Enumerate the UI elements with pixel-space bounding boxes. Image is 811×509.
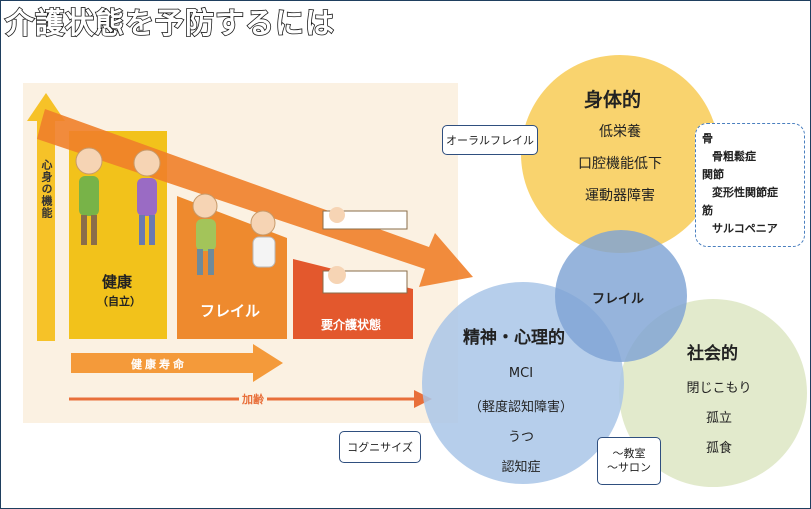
axis-y-label: 心身の機能 bbox=[40, 159, 53, 219]
cognisize-text: コグニサイズ bbox=[347, 441, 413, 454]
physical-circle bbox=[521, 55, 719, 253]
health-life-label: 健康寿命 bbox=[131, 358, 187, 371]
stage-health-sub: （自立） bbox=[97, 295, 141, 308]
class-line-2: ～サロン bbox=[607, 461, 651, 474]
physical-item-1: 低栄養 bbox=[599, 124, 641, 140]
bedridden-illustration bbox=[322, 207, 408, 294]
bone-joint-callout: 骨 骨粗鬆症 関節 変形性関節症 筋 サルコペニア bbox=[695, 123, 805, 247]
mental-item-2: （軽度認知障害） bbox=[468, 400, 573, 415]
page-title: 介護状態を予防するには bbox=[4, 5, 336, 41]
social-item-1: 閉じこもり bbox=[686, 381, 752, 396]
cognisize-callout: コグニサイズ bbox=[339, 431, 421, 463]
social-item-2: 孤立 bbox=[705, 411, 732, 426]
bone-label: 骨 bbox=[702, 132, 713, 145]
health-life-arrow bbox=[71, 344, 283, 382]
oral-frailty-callout: オーラルフレイル bbox=[442, 125, 538, 155]
stage-care-label: 要介護状態 bbox=[321, 318, 382, 332]
oral-frailty-text: オーラルフレイル bbox=[446, 134, 534, 147]
joint-label: 関節 bbox=[702, 168, 724, 181]
mental-item-1: MCI bbox=[508, 366, 534, 381]
physical-item-3: 運動器障害 bbox=[585, 188, 655, 204]
center-circle bbox=[555, 230, 687, 362]
social-circle bbox=[619, 299, 807, 487]
arthrosis-label: 変形性関節症 bbox=[712, 186, 778, 199]
class-line-1: ～教室 bbox=[612, 447, 646, 460]
center-label: フレイル bbox=[592, 292, 645, 307]
sarcopenia-label: サルコペニア bbox=[712, 222, 778, 235]
axis-arrow-shaft bbox=[37, 119, 55, 341]
osteoporosis-label: 骨粗鬆症 bbox=[712, 150, 756, 163]
muscle-label: 筋 bbox=[702, 204, 713, 217]
mental-title: 精神・心理的 bbox=[463, 328, 565, 348]
class-callout: ～教室 ～サロン bbox=[597, 437, 661, 485]
frail-people-illustration bbox=[192, 193, 276, 275]
aging-label: 加齢 bbox=[239, 391, 267, 407]
mental-item-4: 認知症 bbox=[501, 460, 541, 475]
social-title: 社会的 bbox=[687, 344, 738, 364]
mental-item-3: うつ bbox=[507, 430, 534, 445]
stage-frailty-label: フレイル bbox=[200, 302, 261, 320]
healthy-people-illustration bbox=[75, 147, 161, 245]
stage-health-label: 健康 bbox=[102, 273, 133, 291]
physical-title: 身体的 bbox=[584, 89, 642, 111]
social-item-3: 孤食 bbox=[705, 441, 732, 456]
physical-item-2: 口腔機能低下 bbox=[578, 156, 662, 172]
